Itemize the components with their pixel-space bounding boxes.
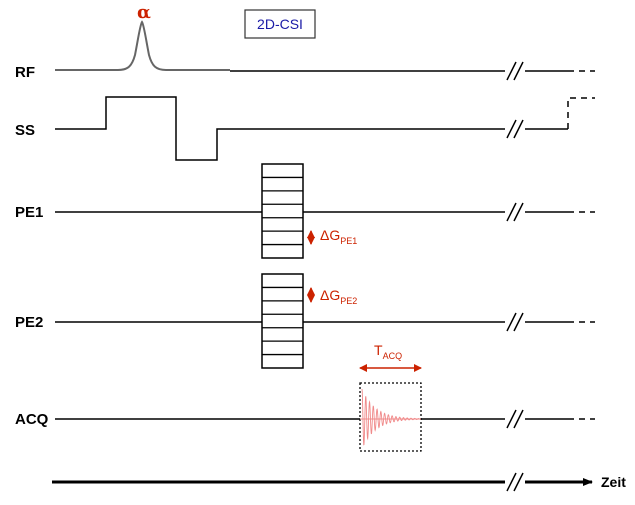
sequence-title-box: 2D-CSI xyxy=(244,9,316,39)
acq-trace: TACQ xyxy=(55,342,595,452)
pe2-step-label: ΔGPE2 xyxy=(320,287,357,306)
acquisition-window xyxy=(359,382,422,452)
pe1-trace: ΔGPE1 xyxy=(55,163,595,259)
fid-signal xyxy=(361,388,420,446)
time-axis: Zeit xyxy=(52,472,626,492)
pe1-gradient-table xyxy=(261,163,304,259)
row-label-pe1: PE1 xyxy=(15,204,43,221)
row-label-ss: SS xyxy=(15,122,35,139)
pe2-trace: ΔGPE2 xyxy=(55,273,595,369)
row-label-rf: RF xyxy=(15,64,35,81)
pe1-step-label: ΔGPE1 xyxy=(320,227,357,246)
sequence-title: 2D-CSI xyxy=(257,16,303,32)
time-axis-label: Zeit xyxy=(601,474,626,490)
ss-trace xyxy=(55,96,595,161)
row-label-pe2: PE2 xyxy=(15,314,43,331)
rf-trace: α xyxy=(55,2,595,72)
flip-angle-alpha: α xyxy=(137,2,151,23)
pe2-gradient-table xyxy=(261,273,304,369)
acq-duration-label: TACQ xyxy=(374,342,402,361)
time-break-marks xyxy=(506,61,524,429)
row-label-acq: ACQ xyxy=(15,411,49,428)
